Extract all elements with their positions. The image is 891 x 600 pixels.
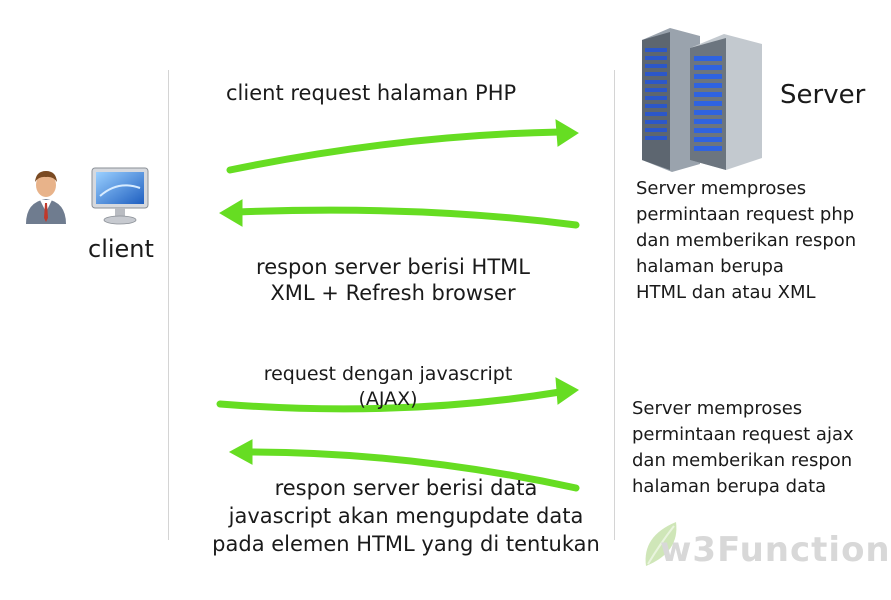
computer-monitor-icon bbox=[90, 166, 150, 226]
note-ajax: Server memproses permintaan request ajax… bbox=[632, 398, 854, 497]
arrow-response-data bbox=[244, 448, 580, 492]
arrow-request-ajax-head bbox=[555, 377, 579, 405]
user-icon bbox=[22, 166, 70, 224]
label-request-php: client request halaman PHP bbox=[226, 81, 517, 105]
server-label: Server bbox=[780, 80, 866, 110]
client-label: client bbox=[88, 235, 154, 263]
arrow-response-html bbox=[234, 206, 580, 229]
arrow-response-html-head bbox=[219, 199, 243, 227]
watermark-text: w3Function bbox=[660, 530, 891, 570]
label-response-data: respon server berisi data javascript aka… bbox=[212, 476, 600, 556]
note-php: Server memproses permintaan request php … bbox=[636, 178, 857, 303]
arrow-request-php-head bbox=[555, 119, 579, 147]
arrow-response-data-head bbox=[228, 439, 253, 465]
leaf-logo-icon bbox=[640, 516, 682, 572]
arrow-request-ajax bbox=[216, 388, 564, 413]
label-response-html: respon server berisi HTML XML + Refresh … bbox=[256, 255, 530, 305]
label-request-ajax: request dengan javascript (AJAX) bbox=[263, 363, 513, 410]
arrow-request-php bbox=[226, 128, 564, 174]
server-divider bbox=[614, 70, 615, 540]
server-icon bbox=[630, 22, 770, 172]
client-divider bbox=[168, 70, 169, 540]
